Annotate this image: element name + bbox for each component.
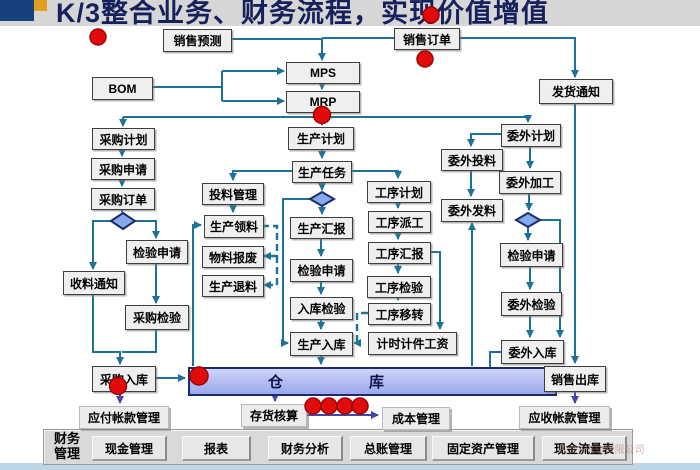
- node-outsourcing-issue: 委外发料: [441, 199, 503, 222]
- node-receiving-notice: 收料通知: [63, 271, 125, 295]
- node-process-plan: 工序计划: [367, 181, 431, 203]
- node-process-inspection: 工序检验: [367, 276, 431, 298]
- node-purchase-order: 采购订单: [91, 188, 155, 210]
- decision-diamond-production: [308, 190, 336, 208]
- node-inventory-accounting: 存货核算: [241, 404, 307, 427]
- decision-diamond-purchase: [109, 211, 137, 231]
- node-inspection-request-outsourcing: 检验申请: [500, 243, 563, 267]
- node-time-piece-wage: 计时计件工资: [368, 332, 457, 355]
- node-accounts-receivable: 应收帐款管理: [519, 406, 610, 429]
- slide-header: K/3整合业务、财务流程，实现价值增值: [0, 0, 700, 26]
- node-purchase-warehouse-in: 采购入库: [92, 366, 156, 392]
- node-production-return: 生产退料: [202, 275, 264, 297]
- node-delivery-notice: 发货通知: [539, 79, 613, 104]
- node-warehouse-bar: 仓库: [188, 367, 557, 396]
- node-process-dispatch: 工序派工: [368, 211, 431, 233]
- finance-item-fixed-assets: 固定资产管理: [432, 436, 535, 461]
- decision-diamond-outsourcing: [514, 211, 542, 229]
- node-outsourcing-processing: 委外加工: [499, 171, 561, 194]
- node-material-scrap: 物料报废: [202, 246, 264, 268]
- corner-gold-decoration: [34, 0, 47, 11]
- finance-item-financial-analysis: 财务分析: [268, 436, 343, 461]
- node-accounts-payable: 应付帐款管理: [79, 406, 169, 429]
- node-process-transfer: 工序移转: [368, 303, 431, 325]
- node-production-warehouse-in: 生产入库: [290, 332, 353, 356]
- node-warehouse-in-inspection: 入库检验: [290, 297, 353, 320]
- node-outsourcing-plan: 委外计划: [501, 124, 561, 147]
- node-sales-warehouse-out: 销售出库: [544, 366, 606, 392]
- finance-item-reports: 报表: [182, 436, 251, 461]
- bottom-edge-strip: [0, 463, 700, 470]
- node-mrp: MRP: [286, 91, 360, 113]
- node-outsourcing-warehouse-in: 委外入库: [501, 340, 564, 364]
- node-outsourcing-inspection: 委外检验: [501, 292, 562, 316]
- node-production-plan: 生产计划: [288, 127, 354, 150]
- corner-navy-decoration: [0, 0, 34, 21]
- finance-item-general-ledger: 总账管理: [350, 436, 427, 461]
- node-sales-order: 销售订单: [394, 28, 460, 50]
- node-production-task: 生产任务: [292, 161, 352, 183]
- node-mps: MPS: [286, 62, 360, 84]
- finance-item-cash-management: 现金管理: [92, 436, 167, 461]
- node-purchase-plan: 采购计划: [92, 128, 155, 150]
- node-sales-forecast: 销售预测: [163, 29, 232, 52]
- node-production-picking: 生产领料: [204, 215, 264, 238]
- node-production-report: 生产汇报: [290, 217, 353, 239]
- node-purchase-inspection: 采购检验: [125, 305, 189, 330]
- node-outsourcing-feeding: 委外投料: [441, 149, 503, 171]
- watermark: 软件(中国)有限公司: [558, 445, 645, 456]
- node-inspection-request-production: 检验申请: [290, 259, 353, 282]
- node-cost-management: 成本管理: [382, 407, 450, 430]
- node-inspection-request-purchase: 检验申请: [126, 240, 188, 264]
- finance-management-label: 财务 管理: [53, 431, 80, 461]
- node-bom: BOM: [92, 77, 153, 100]
- node-feeding-management: 投料管理: [202, 183, 264, 205]
- node-purchase-request: 采购申请: [91, 158, 155, 180]
- slide-title: K/3整合业务、财务流程，实现价值增值: [56, 0, 550, 26]
- node-process-report: 工序汇报: [368, 242, 431, 264]
- finance-item-cash-flow-statement: 现金流量表: [542, 436, 627, 461]
